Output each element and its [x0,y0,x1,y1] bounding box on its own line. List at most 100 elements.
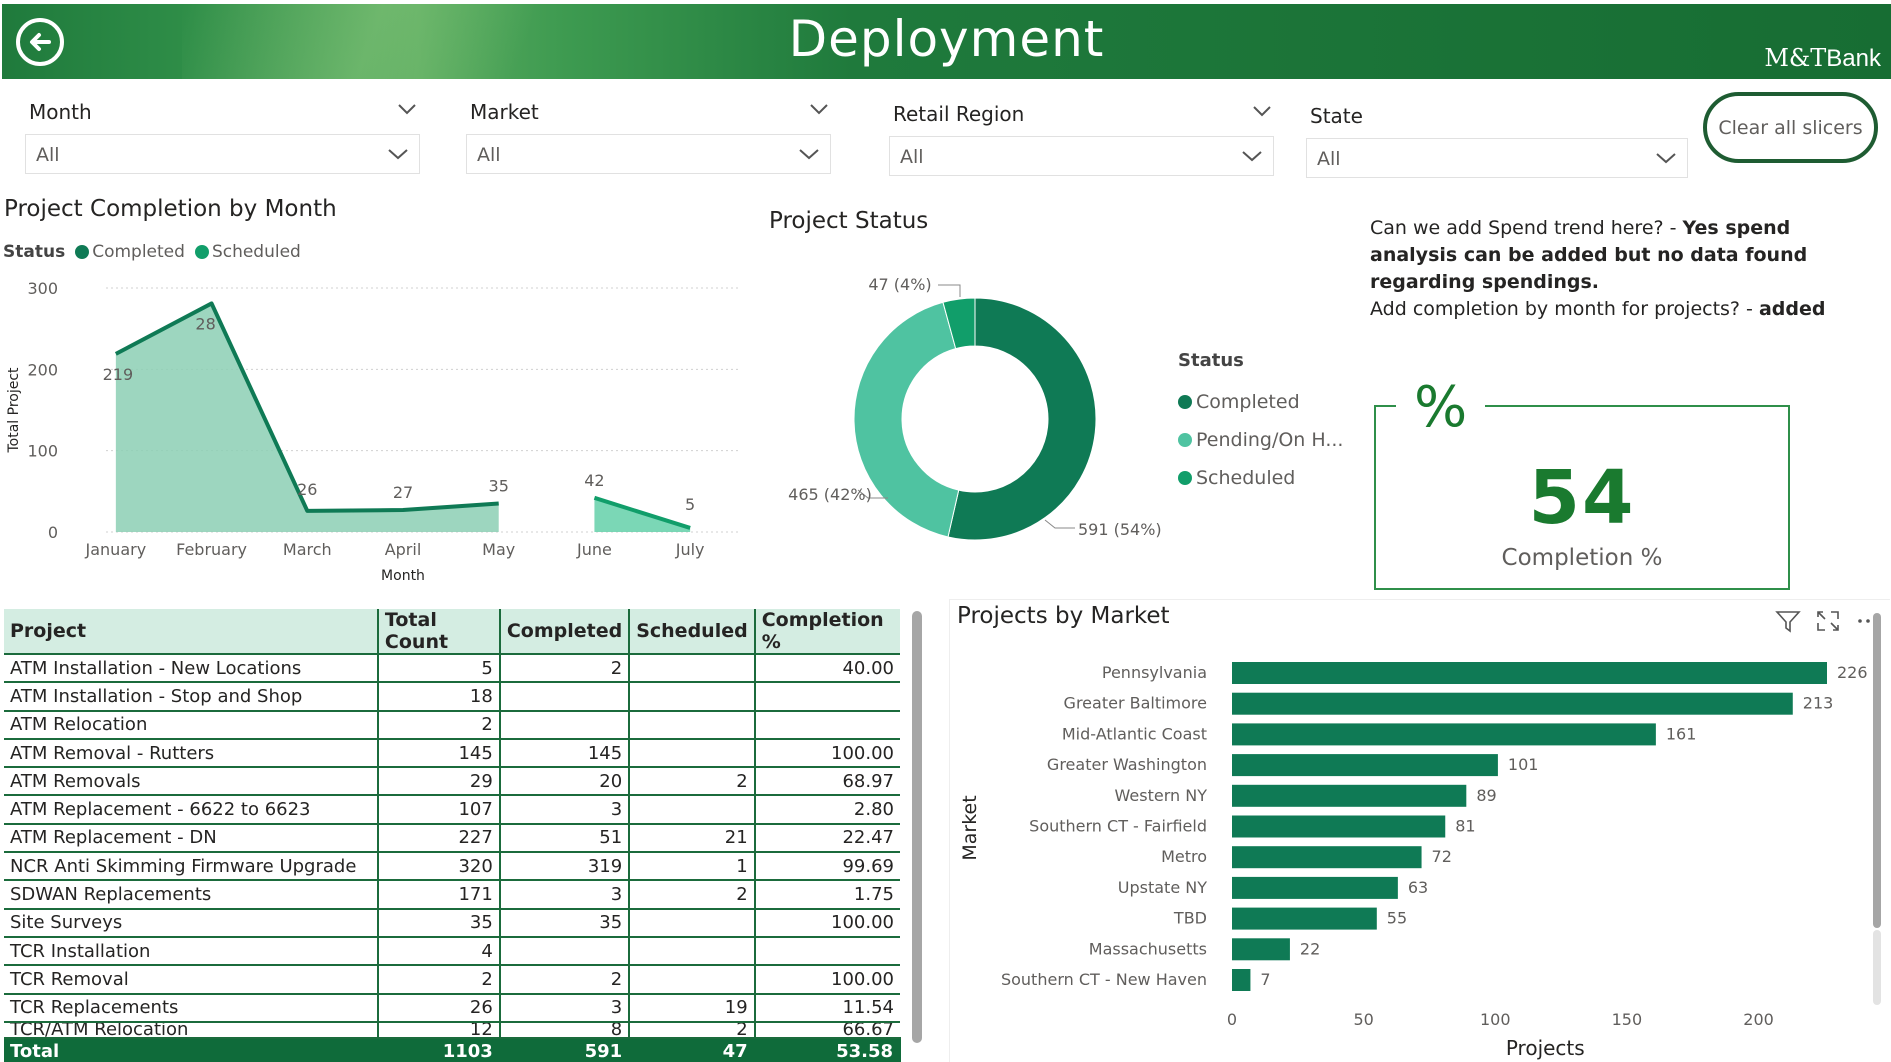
table-cell: 51 [499,823,631,854]
table-cell [629,654,756,684]
x-tick-label: 200 [1743,1010,1774,1029]
note-text: Can we add Spend trend here? - Yes spend… [1370,215,1840,323]
bar [1232,876,1398,899]
bar-value-label: 226 [1837,663,1868,682]
table-cell: 100.00 [754,738,900,769]
column-header-completion-pct[interactable]: Completion % [754,609,900,655]
slicer-market: Market All [466,100,831,176]
month-dropdown[interactable]: All [25,134,420,174]
bar-value-label: 72 [1432,847,1452,866]
header-banner: Deployment M&TBank [2,4,1891,79]
slice-label: 465 (42%) [788,485,872,504]
table-cell: 26 [377,993,501,1023]
donut-slice-2 [942,297,976,350]
slicer-label: Retail Region [893,102,1025,126]
slicer-retail-region: Retail Region All [889,102,1274,178]
table-cell: 29 [377,767,501,797]
table-cell: TCR Replacements [4,993,379,1023]
table-scrollbar[interactable] [912,611,922,1043]
total-cell: Total [4,1037,379,1062]
table-cell [629,908,756,938]
table-cell [629,738,756,769]
table-cell: 2 [377,710,501,740]
table-cell: 22.47 [754,823,900,854]
back-button[interactable] [16,18,64,66]
table-cell: 2 [499,965,631,995]
column-header-project[interactable]: Project [4,609,379,655]
table-cell: TCR Removal [4,965,379,995]
table-cell [629,965,756,995]
table-cell: 2 [377,965,501,995]
table-cell: 2 [629,880,756,910]
bar-category-label: Pennsylvania [1102,663,1207,682]
table-cell: 227 [377,823,501,854]
table-cell [499,710,631,740]
bar-category-label: Mid-Atlantic Coast [1062,724,1207,743]
series-line-0 [114,301,499,513]
column-header-completed[interactable]: Completed [499,609,631,655]
table-cell: 21 [629,823,756,854]
retail-region-dropdown[interactable]: All [889,136,1274,176]
donut-slice-0 [947,297,1097,541]
legend-item-pending[interactable]: Pending/On H... [1178,421,1343,459]
legend-item-scheduled[interactable]: Scheduled [1178,459,1343,497]
chevron-down-icon[interactable] [809,102,829,116]
chevron-down-icon[interactable] [1252,104,1272,118]
visual-header-icons [1775,609,1881,633]
chevron-down-icon [1656,153,1676,164]
donut-slice-1 [853,301,960,538]
table-cell: ATM Removal - Rutters [4,738,379,769]
table-cell: 19 [629,993,756,1023]
legend-item-completed[interactable]: Completed [1178,383,1343,421]
bar [1232,662,1827,684]
table-cell: 320 [377,852,501,882]
table-cell: TCR/ATM Relocation [4,1021,379,1039]
filter-icon[interactable] [1775,609,1801,633]
column-header-scheduled[interactable]: Scheduled [629,609,756,655]
clear-all-slicers-button[interactable]: Clear all slicers [1703,92,1878,163]
brand-main: M&T [1764,44,1827,72]
bar-value-label: 55 [1387,909,1407,928]
table-cell: NCR Anti Skimming Firmware Upgrade [4,852,379,882]
note-question-1: Can we add Spend trend here? - [1370,217,1683,239]
x-tick-label: June [576,540,612,559]
bar-value-label: 7 [1260,970,1270,989]
x-tick-label: May [482,540,515,559]
legend-label: Pending/On H... [1196,429,1344,451]
market-scrollbar[interactable] [1873,613,1881,928]
data-label: 219 [103,365,134,384]
bar-value-label: 63 [1408,878,1428,897]
legend-swatch [1178,395,1192,409]
legend-label-scheduled[interactable]: Scheduled [211,242,301,262]
table-cell [754,710,900,740]
column-header-total-count[interactable]: Total Count [377,609,501,655]
completion-kpi-card: % 54 Completion % [1374,375,1790,590]
state-dropdown[interactable]: All [1306,138,1688,178]
x-tick-label: February [176,540,247,559]
y-axis-label: Market [959,795,981,860]
market-dropdown[interactable]: All [466,134,831,174]
focus-mode-icon[interactable] [1815,609,1841,633]
table-cell: 2 [629,767,756,797]
status-donut-chart: 591 (54%)465 (42%)47 (4%) [788,275,1162,541]
data-label: 26 [297,480,317,499]
status-chart-legend: Status Completed Pending/On H... Schedul… [1178,350,1343,497]
legend-label-completed[interactable]: Completed [92,242,185,262]
chevron-down-icon[interactable] [397,102,417,116]
table-cell: 8 [499,1021,631,1039]
